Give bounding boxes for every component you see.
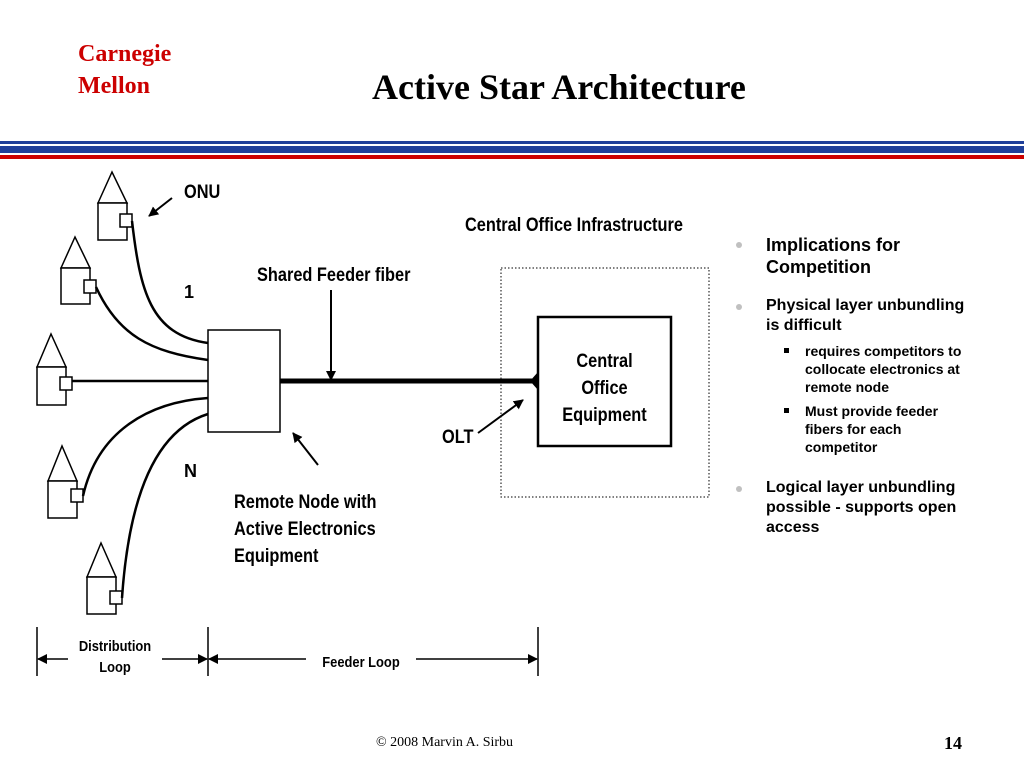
central-office-equipment-line-3: Equipment [562, 405, 647, 426]
onu-house-2 [59, 235, 97, 305]
onu-first-index: 1 [184, 282, 195, 302]
header-band-blue [0, 146, 1024, 153]
remote-node-line-1: Remote Node with [234, 492, 377, 513]
central-office-equipment-line-2: Office [581, 378, 628, 399]
central-office-boundary [500, 267, 710, 498]
remote-node-pointer-arrow [292, 432, 319, 466]
physical-layer-subbullets: requires competitors to collocate electr… [736, 342, 976, 456]
distribution-loop-line-2: Loop [99, 659, 131, 676]
onu-house-1 [96, 170, 133, 241]
footer-copyright: © 2008 Marvin A. Sirbu [376, 735, 514, 750]
remote-node-line-2: Active Electronics [234, 519, 376, 540]
olt-pointer-arrow [477, 399, 524, 434]
onu-pointer-arrow [148, 197, 173, 217]
feeder-loop-label: Feeder Loop [306, 654, 416, 671]
bullet-square-icon [784, 408, 789, 413]
bullet-physical-layer: Physical layer unbundling is difficult [736, 296, 976, 336]
bullet-logical-layer-text: Logical layer unbundling possible - supp… [766, 479, 957, 536]
bullet-dot-icon [736, 242, 742, 248]
brand-logo: Carnegie Mellon [78, 38, 171, 102]
onu-house-4 [46, 444, 84, 519]
bullet-logical-layer: Logical layer unbundling possible - supp… [736, 478, 976, 538]
central-office-equipment-line-1: Central [576, 351, 633, 372]
central-office-equipment-box [536, 315, 673, 448]
remote-node-label: Remote Node with Active Electronics Equi… [234, 489, 377, 570]
onu-last-index: N [184, 461, 197, 481]
brand-line-1: Carnegie [78, 41, 172, 67]
bullet-dot-icon [736, 486, 742, 492]
subbullet-feeder-fibers: Must provide feeder fibers for each comp… [784, 402, 976, 456]
remote-node-line-3: Equipment [234, 546, 319, 567]
subbullet-feeder-fibers-text: Must provide feeder fibers for each comp… [805, 403, 939, 455]
onu-house-3 [35, 332, 73, 406]
distribution-fibers [72, 220, 209, 599]
bullet-physical-layer-text: Physical layer unbundling is difficult [766, 297, 965, 334]
distribution-loop-line-1: Distribution [78, 638, 152, 655]
bullet-implications: Implications for Competition [736, 234, 976, 278]
page-number: 14 [944, 733, 962, 753]
feeder-loop-text: Feeder Loop [322, 654, 400, 671]
subbullet-collocate: requires competitors to collocate electr… [784, 342, 976, 396]
central-office-equipment-label: Central Office Equipment [538, 348, 671, 429]
subbullet-collocate-text: requires competitors to collocate electr… [805, 343, 962, 395]
bullet-square-icon [784, 348, 789, 353]
bullet-implications-text: Implications for Competition [766, 235, 901, 277]
onu-label: ONU [184, 182, 221, 203]
onu-house-5 [85, 541, 123, 615]
olt-label: OLT [442, 427, 474, 448]
loop-dimension-lines [36, 627, 539, 676]
bullet-list: Implications for Competition Physical la… [736, 234, 976, 556]
distribution-loop-label: Distribution Loop [68, 636, 162, 678]
shared-feeder-fiber-label: Shared Feeder fiber [257, 265, 411, 286]
central-office-infrastructure-label: Central Office Infrastructure [465, 215, 683, 236]
header-band-blue-top [0, 141, 1024, 144]
header-band-red [0, 155, 1024, 159]
remote-node-box [207, 329, 281, 433]
slide-title: Active Star Architecture [372, 67, 746, 107]
brand-line-2: Mellon [78, 73, 150, 99]
bullet-dot-icon [736, 304, 742, 310]
